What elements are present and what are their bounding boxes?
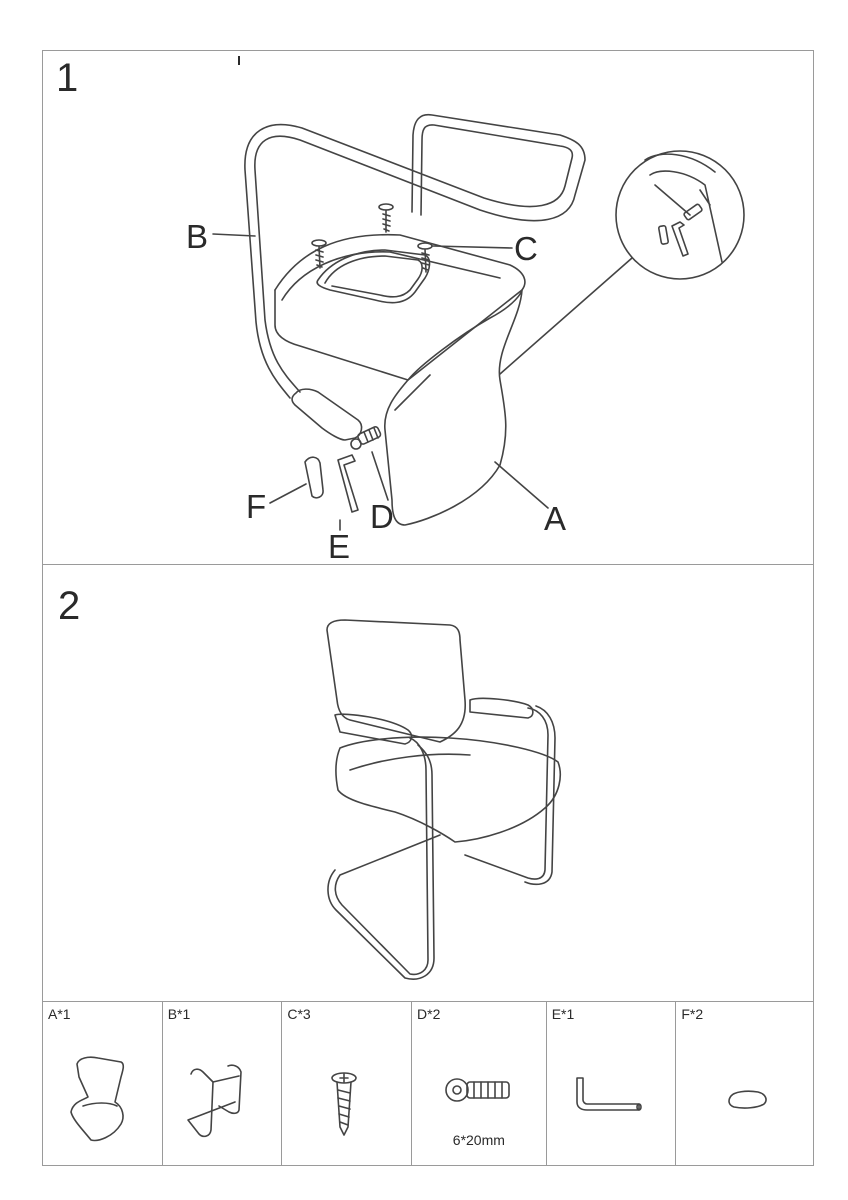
part-e-allen-key [575,1077,642,1111]
part-c-screw [331,1072,358,1136]
part-c-tag: C*3 [287,1006,311,1022]
part-d-bolt [445,1078,510,1102]
part-d-size-note: 6*20mm [452,1132,505,1148]
part-a-backrest-shell [70,1056,125,1142]
part-b-tag: B*1 [167,1006,191,1022]
step-1-number: 1 [56,56,79,100]
part-d-tag: D*2 [417,1006,441,1022]
part-a-tag: A*1 [48,1006,71,1022]
callout-c: C [514,230,538,267]
part-b-frame [186,1064,242,1138]
part-b-cell: B*1 [163,1002,283,1165]
part-e-tag: E*1 [551,1006,575,1022]
callout-f: F [246,488,267,525]
callout-d: D [370,498,394,535]
step-2-number: 2 [58,584,81,628]
part-d-cell: D*2 6*20mm [412,1002,547,1165]
part-f-cell: F*2 [676,1002,813,1165]
tick-mark [238,56,240,65]
part-e-cell: E*1 [547,1002,677,1165]
part-f-end-cap [728,1090,768,1109]
part-f-tag: F*2 [681,1006,704,1022]
part-a-cell: A*1 [43,1002,163,1165]
callout-a: A [544,500,567,537]
callout-b: B [186,218,209,255]
part-c-cell: C*3 [282,1002,413,1165]
callout-e: E [328,528,351,565]
parts-list: A*1 B*1 C*3 D*2 6*20mm E* [42,1001,814,1166]
